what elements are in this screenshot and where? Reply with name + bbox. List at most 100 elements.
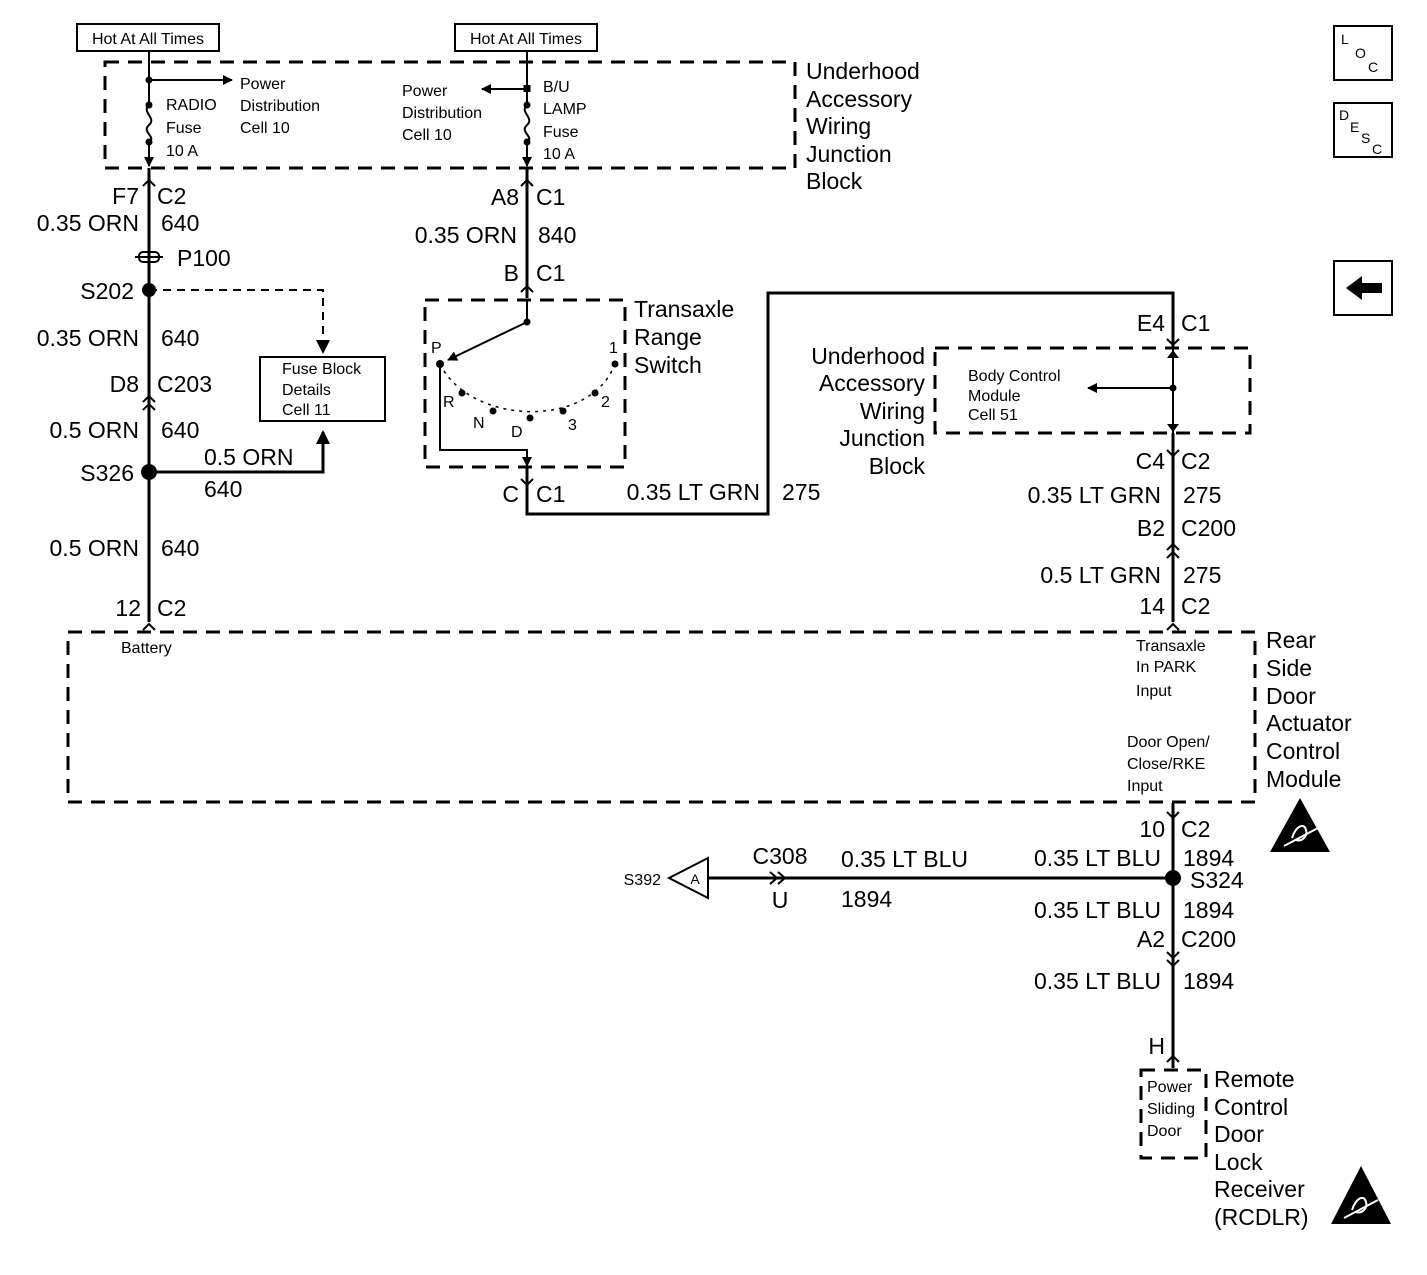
desc-letter: C (1372, 141, 1382, 157)
fuse-label: LAMP (543, 101, 587, 118)
power-distribution-ref[interactable]: Distribution (402, 105, 482, 122)
pin-label: E4 (1137, 310, 1165, 336)
title-line: Rear (1266, 627, 1316, 653)
switch-position-label: N (473, 415, 485, 432)
circuit-number: 640 (161, 535, 199, 561)
wire-640 (135, 168, 163, 631)
title-line: Lock (1214, 1149, 1263, 1175)
bu-lamp-fuse (481, 51, 532, 167)
power-distribution-ref[interactable]: Power (402, 83, 448, 100)
wire-spec: 0.35 LT GRN (1028, 482, 1161, 508)
fuse-label: RADIO (166, 97, 217, 114)
left-arrow-icon (1346, 276, 1382, 300)
title-line: Remote (1214, 1066, 1295, 1092)
fuse-label: 10 A (166, 143, 198, 160)
component-name: Switch (634, 352, 702, 378)
ref-line: Body Control (968, 368, 1061, 385)
connector-label: C1 (536, 260, 565, 286)
hot-label-text: Hot At All Times (470, 31, 582, 48)
power-distribution-ref[interactable]: Power (240, 76, 286, 93)
fuse-block-details-ref[interactable]: Fuse Block Details Cell 11 (259, 356, 386, 422)
fuse-block-dashed-branch (149, 289, 324, 352)
title-line: Wiring (860, 398, 925, 424)
ref-line: Cell 51 (968, 407, 1018, 424)
connector-label: C2 (1181, 593, 1210, 619)
esd-warning-icon (1331, 1166, 1391, 1224)
connector-label: C2 (1181, 448, 1210, 474)
wire-spec: 0.35 LT BLU (1034, 968, 1161, 994)
connector-label: C1 (536, 184, 565, 210)
pin-label: H (1148, 1033, 1165, 1059)
pin-label: A8 (491, 184, 519, 210)
wire-spec: 0.35 LT GRN (627, 479, 760, 505)
wire-275-lower (1166, 433, 1180, 631)
switch-position-label: 1 (609, 340, 618, 357)
title-line: Underhood (806, 58, 920, 84)
body-control-module-ref[interactable]: Body Control Module Cell 51 (968, 368, 1061, 424)
title-line: Junction (839, 425, 925, 451)
wire-spec: 0.35 ORN (37, 325, 139, 351)
wire-spec: 0.5 ORN (50, 535, 139, 561)
title-line: Actuator (1266, 710, 1352, 736)
title-line: (RCDLR) (1214, 1204, 1309, 1230)
ref-line: Cell 11 (282, 402, 331, 419)
circuit-number: 275 (782, 479, 820, 505)
splice-label: S326 (80, 460, 134, 486)
component-name: Transaxle (634, 296, 734, 322)
wire-1894 (1165, 803, 1181, 1068)
uawjb-top-box (103, 60, 797, 170)
wire-spec: 0.5 LT GRN (1040, 562, 1161, 588)
title-line: Block (806, 168, 863, 194)
s392-offpage-ref[interactable]: A (666, 856, 709, 900)
circuit-number: 640 (161, 325, 199, 351)
desc-letter: S (1361, 130, 1370, 146)
loc-button[interactable]: L O C (1333, 25, 1393, 81)
battery-input-label: Battery (121, 640, 172, 657)
circuit-number: 640 (204, 476, 242, 502)
input-label: Transaxle (1136, 638, 1206, 655)
input-label: Input (1136, 683, 1172, 700)
rcdlr-box (1139, 1068, 1208, 1160)
title-line: Door (1266, 683, 1316, 709)
title-line: Block (869, 453, 926, 479)
splice-label: S392 (624, 872, 661, 889)
connector-label: C200 (1181, 926, 1236, 952)
pin-label: B2 (1137, 515, 1165, 541)
switch-position-label: 3 (568, 417, 577, 434)
back-button[interactable] (1333, 260, 1393, 316)
ref-line: Details (282, 382, 331, 399)
connector-label: C2 (157, 595, 186, 621)
pin-label: B (504, 260, 519, 286)
title-line: Underhood (811, 343, 925, 369)
power-distribution-ref[interactable]: Cell 10 (402, 127, 452, 144)
pin-label: C (502, 481, 519, 507)
title-line: Side (1266, 655, 1312, 681)
fuse-label: B/U (543, 79, 570, 96)
title-line: Control (1266, 738, 1340, 764)
wire-spec: 0.5 ORN (204, 444, 293, 470)
title-line: Receiver (1214, 1176, 1305, 1202)
desc-button[interactable]: D E S C (1333, 102, 1393, 158)
wire-275 (520, 291, 1180, 516)
connector-label: C200 (1181, 515, 1236, 541)
hot-label-text: Hot At All Times (92, 31, 204, 48)
offpage-letter: A (690, 871, 700, 887)
fuse-label: Fuse (543, 124, 579, 141)
connector-label: C2 (1181, 816, 1210, 842)
switch-position-label: P (431, 340, 442, 357)
input-label: In PARK (1136, 659, 1197, 676)
connector-label: C1 (1181, 310, 1210, 336)
circuit-number: 1894 (841, 886, 892, 912)
title-line: Control (1214, 1094, 1288, 1120)
power-distribution-ref[interactable]: Cell 10 (240, 120, 290, 137)
splice-label: S202 (80, 278, 134, 304)
radio-fuse (144, 51, 233, 167)
power-distribution-ref[interactable]: Distribution (240, 98, 320, 115)
ref-line: Fuse Block (282, 361, 362, 378)
uawjb-right-box (933, 346, 1252, 435)
wire-spec: 0.35 LT BLU (1034, 845, 1161, 871)
pin-label: 12 (115, 595, 141, 621)
component-name: Range (634, 324, 702, 350)
circuit-number: 1894 (1183, 968, 1234, 994)
connector-group-label: Door (1147, 1123, 1182, 1140)
